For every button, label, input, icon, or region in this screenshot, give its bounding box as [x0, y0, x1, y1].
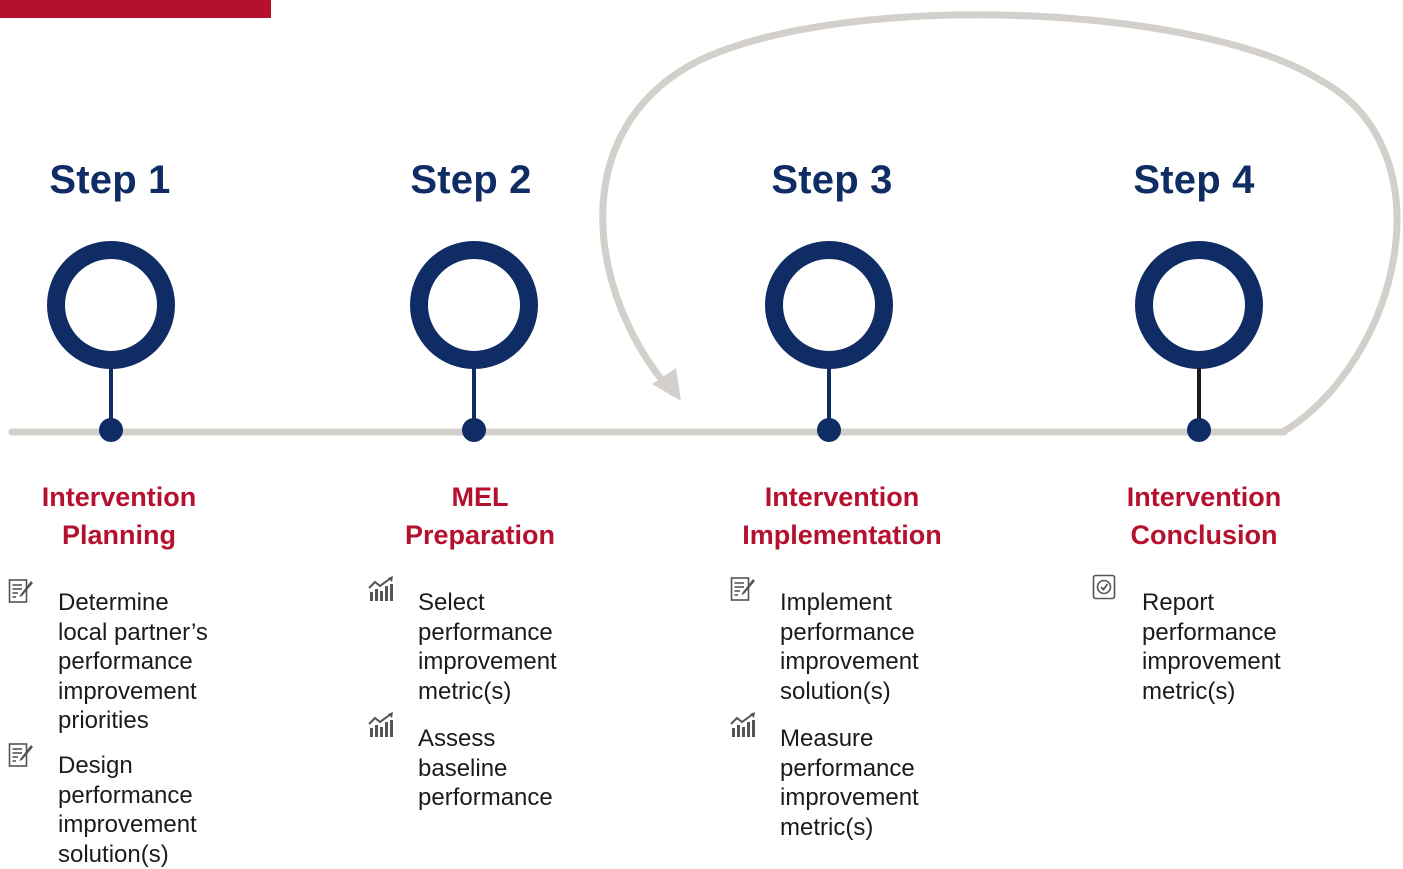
task-text: Report performance improvement metric(s): [1142, 588, 1342, 706]
task-text: Assess baseline performance: [418, 724, 618, 813]
phase-title-line: Conclusion: [1054, 516, 1354, 554]
task-line: improvement: [1142, 647, 1342, 677]
task-line: improvement: [58, 810, 258, 840]
task-line: Select: [418, 588, 618, 618]
step-1-phase-title: Intervention Planning: [0, 478, 269, 554]
step-1-label: Step 1: [0, 158, 220, 203]
task-line: Assess: [418, 724, 618, 754]
task-line: solution(s): [780, 677, 980, 707]
task-line: metric(s): [780, 813, 980, 843]
step-4-phase-title: Intervention Conclusion: [1054, 478, 1354, 554]
step-4-marker: [1144, 250, 1254, 442]
document-edit-icon: [8, 578, 34, 606]
task-line: performance: [780, 754, 980, 784]
task-line: performance: [418, 618, 618, 648]
task-text: Implement performance improvement soluti…: [780, 588, 980, 706]
task-text: Select performance improvement metric(s): [418, 588, 618, 706]
task-line: Measure: [780, 724, 980, 754]
phase-title-line: Preparation: [330, 516, 630, 554]
task-line: baseline: [418, 754, 618, 784]
task-line: priorities: [58, 706, 258, 736]
step-3-label: Step 3: [722, 158, 942, 203]
task-line: performance: [418, 783, 618, 813]
task-line: performance: [1142, 618, 1342, 648]
task-text: Measure performance improvement metric(s…: [780, 724, 980, 842]
phase-title-line: Planning: [0, 516, 269, 554]
task-line: metric(s): [1142, 677, 1342, 707]
phase-title-line: Intervention: [692, 478, 992, 516]
document-edit-icon: [730, 576, 756, 604]
step-4-label: Step 4: [1084, 158, 1304, 203]
step-1-marker: [56, 250, 166, 442]
task-line: improvement: [418, 647, 618, 677]
task-line: Determine: [58, 588, 258, 618]
task-line: improvement: [780, 647, 980, 677]
task-line: solution(s): [58, 840, 258, 869]
phase-title-line: MEL: [330, 478, 630, 516]
task-line: Design: [58, 751, 258, 781]
task-line: Implement: [780, 588, 980, 618]
task-line: Report: [1142, 588, 1342, 618]
step-3-phase-title: Intervention Implementation: [692, 478, 992, 554]
task-text: Design performance improvement solution(…: [58, 751, 258, 869]
task-line: performance: [58, 647, 258, 677]
bar-chart-trend-icon: [368, 576, 394, 604]
bar-chart-trend-icon: [730, 712, 756, 740]
task-line: local partner’s: [58, 618, 258, 648]
document-edit-icon: [8, 742, 34, 770]
bar-chart-trend-icon: [368, 712, 394, 740]
task-line: improvement: [58, 677, 258, 707]
checkbox-check-icon: [1092, 574, 1118, 602]
phase-title-line: Implementation: [692, 516, 992, 554]
step-3-marker: [774, 250, 884, 442]
task-line: performance: [780, 618, 980, 648]
task-line: performance: [58, 781, 258, 811]
task-text: Determine local partner’s performance im…: [58, 588, 258, 736]
task-line: metric(s): [418, 677, 618, 707]
phase-title-line: Intervention: [0, 478, 269, 516]
feedback-loop-arrow: [603, 15, 1397, 432]
task-line: improvement: [780, 783, 980, 813]
step-2-label: Step 2: [361, 158, 581, 203]
phase-title-line: Intervention: [1054, 478, 1354, 516]
step-2-phase-title: MEL Preparation: [330, 478, 630, 554]
step-2-marker: [419, 250, 529, 442]
